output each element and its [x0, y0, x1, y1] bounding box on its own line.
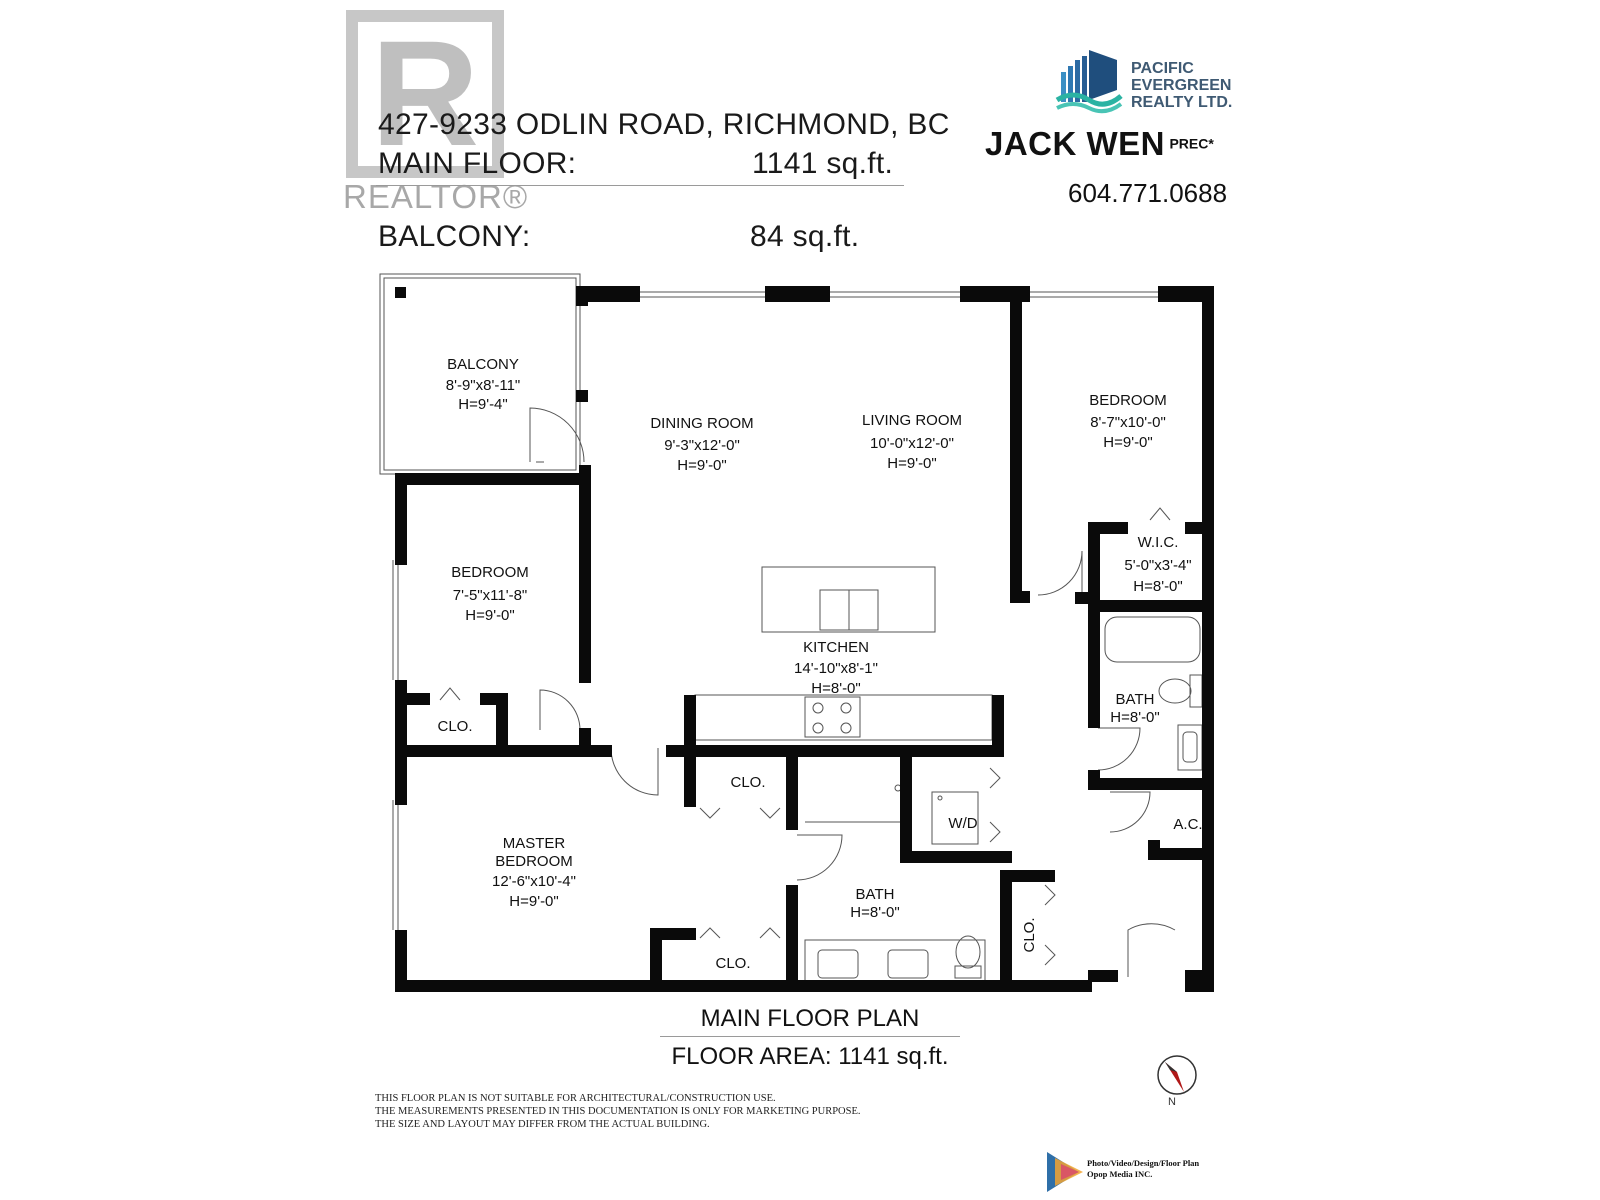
room-bedroom-right-dims: 8'-7"x10'-0" [1090, 414, 1166, 431]
compass-label: N [1168, 1096, 1176, 1108]
brokerage-name-line1: PACIFIC [1131, 60, 1194, 77]
agent-name: JACK WEN [985, 125, 1166, 162]
room-dining-dims: 9'-3"x12'-0" [664, 437, 740, 454]
room-living-name: LIVING ROOM [862, 412, 962, 429]
disclaimer: THIS FLOOR PLAN IS NOT SUITABLE FOR ARCH… [375, 1092, 861, 1131]
room-dining-name: DINING ROOM [650, 415, 753, 432]
agent-title: PREC* [1169, 135, 1214, 152]
credit-block: Photo/Video/Design/Floor Plan Opop Media… [1045, 1150, 1225, 1194]
room-master-name: MASTER [503, 835, 566, 852]
room-bedroom-right-name: BEDROOM [1089, 392, 1167, 409]
plan-title: MAIN FLOOR PLAN [700, 1005, 920, 1032]
label-clo-master: CLO. [715, 955, 750, 972]
brokerage-logo-icon [1055, 50, 1123, 114]
room-bath-middle-name: BATH [856, 886, 895, 903]
room-master-name2: BEDROOM [495, 853, 573, 870]
floor-plan-walls [395, 286, 1214, 992]
room-labels: BALCONY 8'-9"x8'-11" H=9'-4" DINING ROOM… [437, 356, 1202, 972]
compass-icon: N [1157, 1055, 1197, 1108]
credit-text: Photo/Video/Design/Floor Plan Opop Media… [1087, 1158, 1199, 1180]
room-wic-name: W.I.C. [1138, 534, 1179, 551]
main-floor-value: 1141 sq.ft. [752, 147, 894, 180]
room-bath-right-height: H=8'-0" [1110, 709, 1159, 726]
opop-logo-icon [1047, 1152, 1083, 1192]
balcony-value: 84 sq.ft. [750, 220, 860, 253]
room-kitchen-name: KITCHEN [803, 639, 869, 656]
label-ac: A.C. [1173, 816, 1202, 833]
credit-line2: Opop Media INC. [1087, 1169, 1153, 1179]
disclaimer-line1: THIS FLOOR PLAN IS NOT SUITABLE FOR ARCH… [375, 1093, 776, 1104]
brokerage-name-line2: EVERGREEN [1131, 77, 1232, 94]
main-floor-row: MAIN FLOOR: 1141 sq.ft. [376, 145, 904, 186]
room-wic-height: H=8'-0" [1133, 578, 1182, 595]
balcony-label: BALCONY: [378, 220, 531, 253]
room-wic-dims: 5'-0"x3'-4" [1124, 557, 1191, 574]
room-dining-height: H=9'-0" [677, 457, 726, 474]
main-floor-label: MAIN FLOOR: [378, 147, 577, 180]
room-bedroom-right-height: H=9'-0" [1103, 434, 1152, 451]
label-clo-entry: CLO. [1021, 917, 1038, 952]
room-master-height: H=9'-0" [509, 893, 558, 910]
label-clo-bedroom: CLO. [437, 718, 472, 735]
room-bath-middle-height: H=8'-0" [850, 904, 899, 921]
agent-block: JACK WEN PREC* [985, 125, 1214, 163]
room-master-dims: 12'-6"x10'-4" [492, 873, 576, 890]
property-address: 427-9233 ODLIN ROAD, RICHMOND, BC [378, 108, 950, 141]
brokerage-logo: PACIFIC EVERGREEN REALTY LTD. [1055, 50, 1245, 115]
agent-phone[interactable]: 604.771.0688 [1068, 178, 1228, 208]
room-living-height: H=9'-0" [887, 455, 936, 472]
plan-area: FLOOR AREA: 1141 sq.ft. [671, 1043, 949, 1070]
room-balcony-name: BALCONY [447, 356, 519, 373]
room-balcony-dims: 8'-9"x8'-11" [446, 377, 520, 394]
room-living-dims: 10'-0"x12'-0" [870, 435, 954, 452]
label-clo-hall: CLO. [730, 774, 765, 791]
brokerage-name: PACIFIC EVERGREEN REALTY LTD. [1131, 60, 1232, 111]
room-bedroom-left-height: H=9'-0" [465, 607, 514, 624]
disclaimer-line2: THE MEASUREMENTS PRESENTED IN THIS DOCUM… [375, 1106, 861, 1117]
room-kitchen-dims: 14'-10"x8'-1" [794, 660, 878, 677]
realtor-logo-letter: R [370, 9, 480, 177]
brokerage-name-line3: REALTY LTD. [1131, 94, 1233, 111]
room-bath-right-name: BATH [1116, 691, 1155, 708]
door-swings [439, 407, 1176, 977]
realtor-logo: R [346, 10, 504, 178]
disclaimer-line3: THE SIZE AND LAYOUT MAY DIFFER FROM THE … [375, 1119, 710, 1130]
realtor-watermark-text: REALTOR® [343, 178, 529, 215]
room-balcony-height: H=9'-4" [458, 396, 507, 413]
room-kitchen-height: H=8'-0" [811, 680, 860, 697]
label-wd: W/D [948, 815, 977, 832]
realtor-watermark: R REALTOR® [343, 8, 527, 215]
plan-title-rule [660, 1036, 960, 1037]
room-bedroom-left-name: BEDROOM [451, 564, 529, 581]
room-bedroom-left-dims: 7'-5"x11'-8" [453, 587, 527, 604]
credit-line1: Photo/Video/Design/Floor Plan [1087, 1158, 1200, 1168]
